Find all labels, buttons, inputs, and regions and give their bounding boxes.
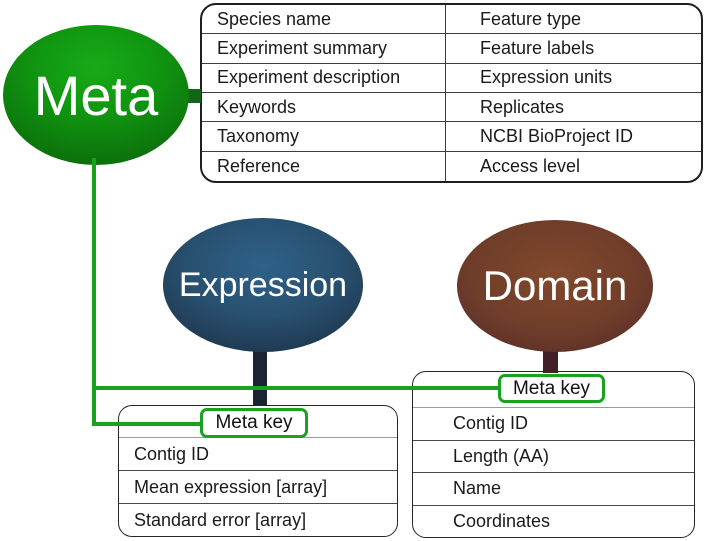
connector-meta-to-domain-key-line [92,386,500,390]
domain-table-field: Coordinates [413,504,694,538]
expression-table-field: Mean expression [array] [119,470,397,503]
expression-node: Expression [163,218,363,352]
domain-node: Domain [457,220,653,352]
domain-table-field: Name [413,472,694,505]
meta-table-cell: NCBI BioProject ID [445,122,701,152]
meta-table-cell: Species name [202,5,445,35]
meta-node: Meta [3,25,189,165]
expression-meta-key-box: Meta key [200,408,308,438]
expression-table-field: Contig ID [119,437,397,470]
meta-attributes-table: Species name Feature type Experiment sum… [200,3,703,183]
meta-table-cell: Reference [217,155,301,176]
expression-node-stem [253,345,267,406]
domain-meta-key-label: Meta key [512,377,591,399]
meta-table-cell: Experiment summary [202,34,445,64]
meta-table-cell: Replicates [445,93,701,123]
meta-table-cell: Expression units [445,63,701,93]
expression-node-label: Expression [178,265,348,304]
domain-table-field: Length (AA) [413,439,694,473]
meta-table-cell: Keywords [202,93,445,123]
meta-table-cell: Taxonomy [202,122,445,152]
expression-meta-key-label: Meta key [215,412,293,433]
domain-attributes-table: Contig ID Length (AA) Name Coordinates [412,371,695,538]
expression-table-field: Standard error [array] [119,503,397,536]
connector-meta-vertical-line [92,158,96,426]
expression-attributes-table: Contig ID Mean expression [array] Standa… [118,405,398,537]
meta-table-cell: Feature type [445,5,701,35]
domain-node-stem [543,346,558,373]
domain-table-field: Contig ID [413,407,694,440]
meta-table-cell: Feature labels [445,34,701,64]
meta-table-cell: Access level [445,151,701,181]
domain-node-label: Domain [482,262,628,309]
domain-meta-key-box: Meta key [498,374,605,403]
meta-node-label: Meta [33,63,159,127]
meta-table-cell: Experiment description [202,64,445,93]
connector-meta-to-expression-key-line [92,422,202,426]
